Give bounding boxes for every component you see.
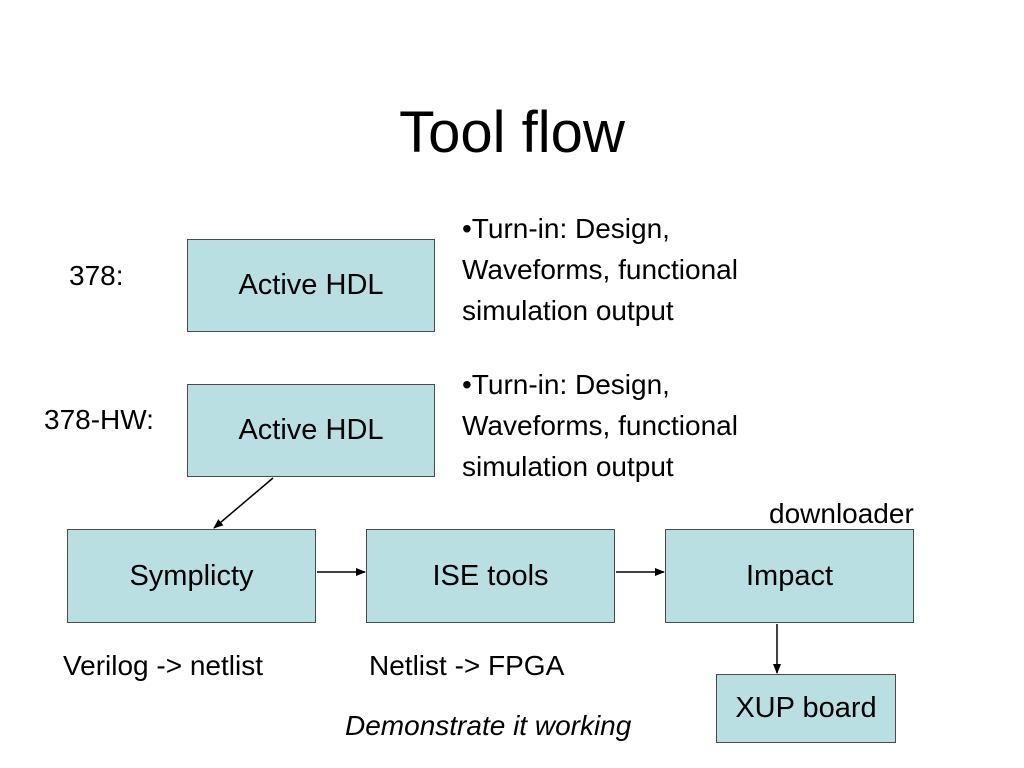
row-label-378: 378: [69,260,124,291]
downloader-label: downloader [769,498,914,529]
turn-in-note-line: simulation output [462,295,674,326]
turn-in-note-line: Waveforms, functional [462,410,738,441]
turn-in-note-378-hw: •Turn-in: Design, Waveforms, functional … [462,364,832,487]
ise-tools-box: ISE tools [366,529,615,623]
turn-in-note-line: •Turn-in: Design, [462,369,670,400]
demonstrate-caption: Demonstrate it working [345,710,632,741]
arrow-hdl-to-symplicity [213,477,274,529]
symplicity-box: Symplicty [67,529,316,623]
turn-in-note-line: simulation output [462,451,674,482]
row-label-378-hw: 378-HW: [44,404,154,435]
turn-in-note-378: •Turn-in: Design, Waveforms, functional … [462,208,832,331]
impact-box: Impact [665,529,914,623]
verilog-netlist-caption: Verilog -> netlist [63,650,263,681]
active-hdl-box-378: Active HDL [187,239,435,332]
xup-board-box: XUP board [716,674,896,743]
active-hdl-box-378-hw: Active HDL [187,384,435,477]
netlist-fpga-caption: Netlist -> FPGA [369,650,565,681]
turn-in-note-line: •Turn-in: Design, [462,213,670,244]
turn-in-note-line: Waveforms, functional [462,254,738,285]
slide-title: Tool flow [399,100,625,165]
